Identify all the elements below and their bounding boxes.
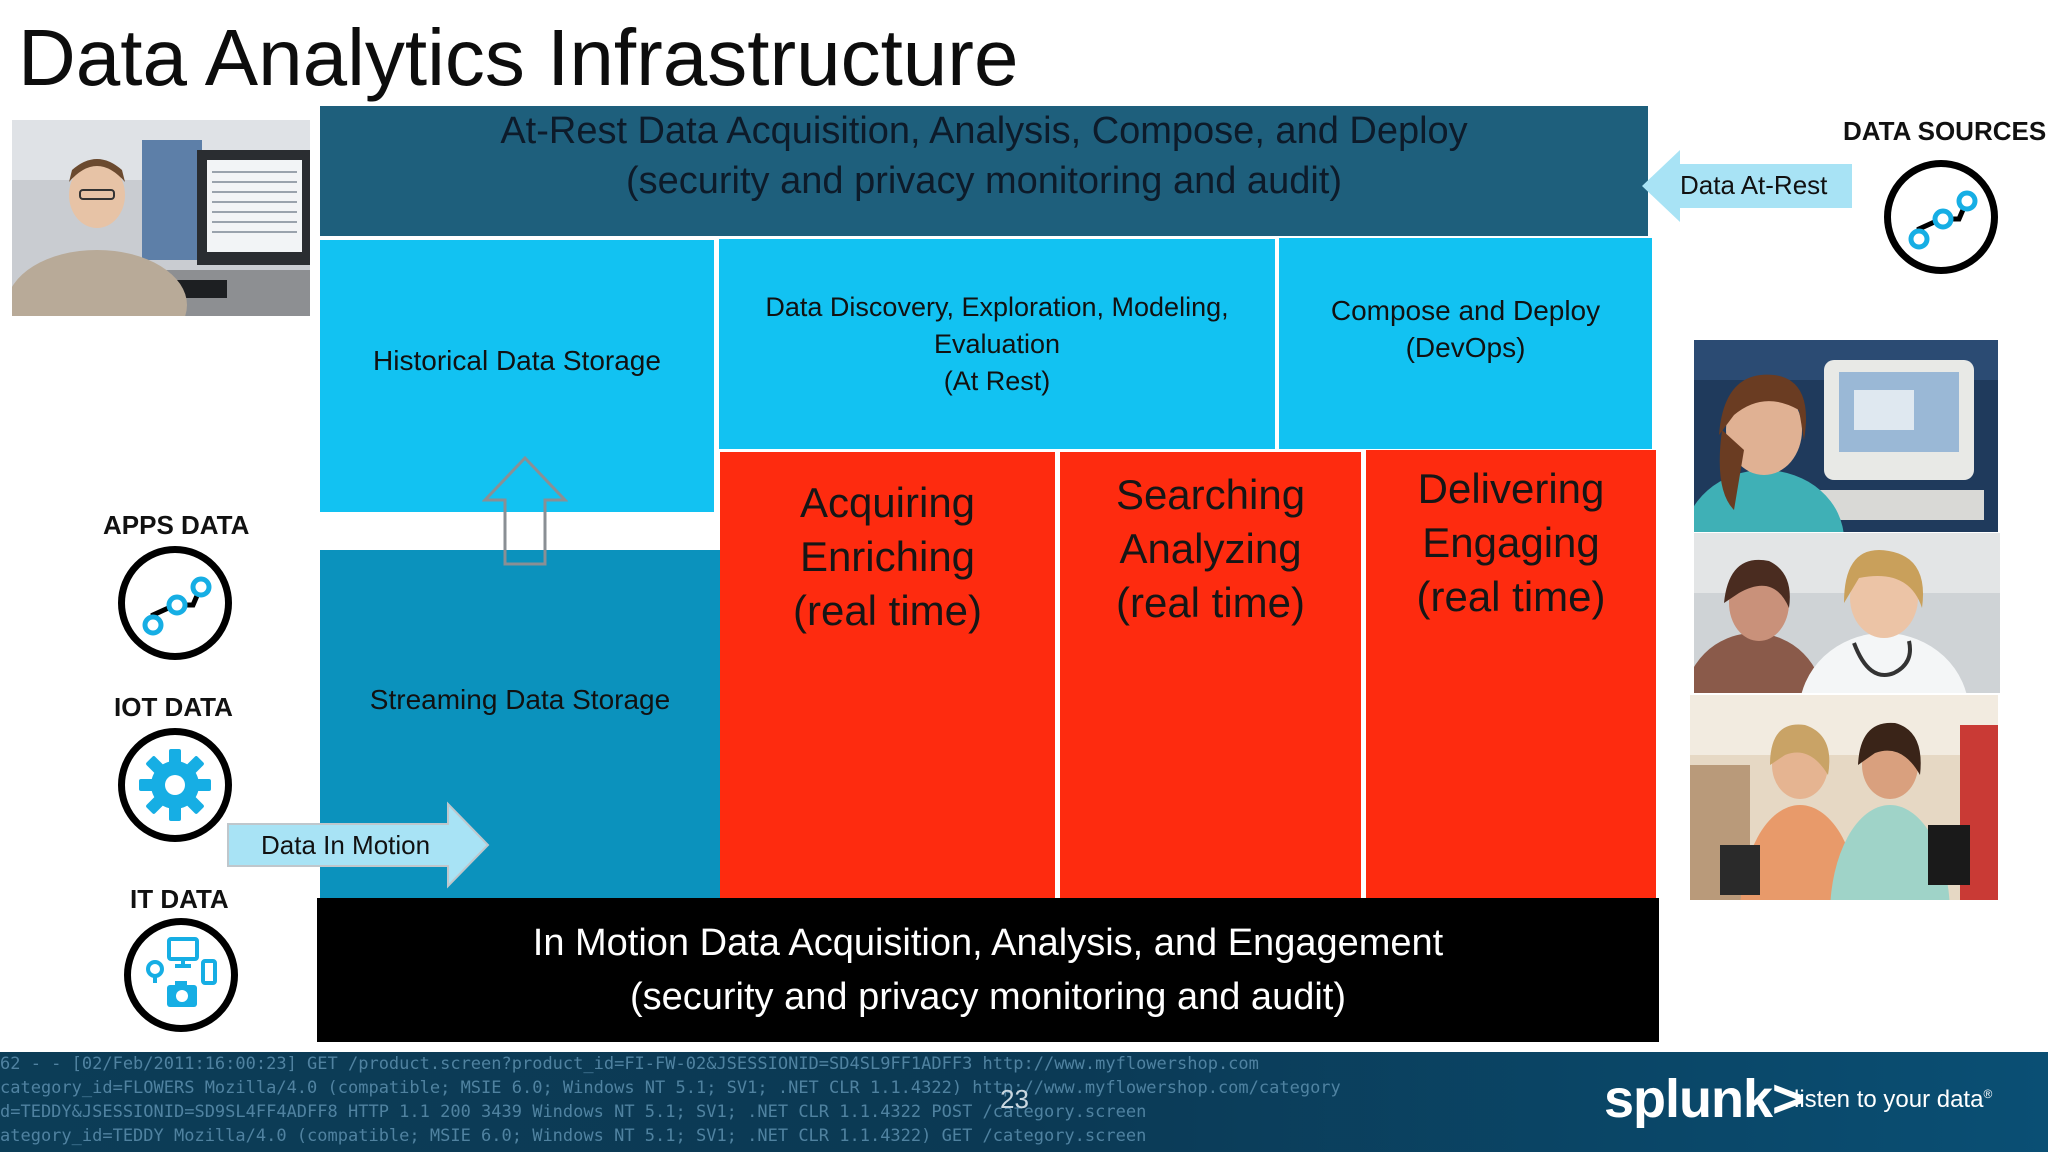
- acquiring-line2: Enriching: [799, 533, 976, 580]
- devices-icon: [146, 937, 217, 1007]
- it-data-label: IT DATA: [130, 884, 229, 914]
- footer-log-line: d=TEDDY&JSESSIONID=SD9SL4FF4ADFF8 HTTP 1…: [0, 1102, 1147, 1122]
- footer-log-line: 62 - - [02/Feb/2011:16:00:23] GET /produ…: [0, 1054, 1259, 1074]
- footer-bar: 62 - - [02/Feb/2011:16:00:23] GET /produ…: [0, 1052, 2048, 1152]
- searching-line2: Analyzing: [1119, 525, 1302, 572]
- searching-line1: Searching: [1115, 471, 1306, 518]
- at-rest-band-line2: (security and privacy monitoring and aud…: [625, 160, 1342, 202]
- discovery-line2: Evaluation: [933, 328, 1061, 359]
- acquiring-enriching-box: Acquiring Enriching (real time): [720, 452, 1055, 898]
- data-discovery-box: Data Discovery, Exploration, Modeling, E…: [719, 239, 1275, 449]
- splunk-tagline: listen to your data®: [1794, 1086, 1992, 1114]
- apps-data-label: APPS DATA: [103, 510, 250, 540]
- flow-nodes-icon: [142, 576, 212, 636]
- acquiring-line1: Acquiring: [799, 479, 976, 526]
- iot-data-icon: [118, 728, 232, 842]
- streaming-data-storage-label: Streaming Data Storage: [369, 684, 671, 715]
- footer-log-line: ategory_id=TEDDY Mozilla/4.0 (compatible…: [0, 1126, 1147, 1146]
- delivering-line1: Delivering: [1417, 465, 1605, 512]
- splunk-tagline-text: listen to your data: [1794, 1086, 1984, 1113]
- compose-line2: (DevOps): [1405, 331, 1526, 363]
- at-rest-acquisition-band: At-Rest Data Acquisition, Analysis, Comp…: [320, 106, 1648, 236]
- data-at-rest-label: Data At-Rest: [1680, 170, 1828, 200]
- compose-deploy-box: Compose and Deploy (DevOps): [1279, 238, 1652, 449]
- iot-data-label: IOT DATA: [114, 692, 233, 722]
- in-motion-band-line1: In Motion Data Acquisition, Analysis, an…: [532, 922, 1444, 964]
- footer-log-line: category_id=FLOWERS Mozilla/4.0 (compati…: [0, 1078, 1341, 1098]
- data-at-rest-arrow: Data At-Rest: [1640, 146, 1854, 226]
- searching-line3: (real time): [1115, 579, 1306, 626]
- page-number: 23: [1000, 1084, 1029, 1114]
- delivering-line3: (real time): [1416, 573, 1606, 620]
- historical-data-storage-label: Historical Data Storage: [373, 345, 661, 376]
- data-in-motion-label: Data In Motion: [261, 830, 431, 860]
- delivering-engaging-box: Delivering Engaging (real time): [1366, 450, 1656, 900]
- in-motion-band-line2: (security and privacy monitoring and aud…: [629, 976, 1346, 1018]
- page-title: Data Analytics Infrastructure: [18, 13, 1019, 102]
- apps-data-icon: [118, 546, 232, 660]
- searching-analyzing-box: Searching Analyzing (real time): [1060, 452, 1361, 900]
- it-data-icon: [124, 918, 238, 1032]
- photo-doctor-and-patient: [1694, 533, 2000, 693]
- photo-analyst-workstation: [12, 120, 310, 316]
- in-motion-engagement-band: In Motion Data Acquisition, Analysis, an…: [317, 898, 1659, 1042]
- up-arrow-icon: [481, 455, 569, 567]
- acquiring-line3: (real time): [792, 587, 983, 634]
- compose-line1: Compose and Deploy: [1330, 294, 1601, 326]
- data-sources-label: DATA SOURCES: [1843, 116, 2047, 146]
- trademark-symbol: ®: [1983, 1087, 1993, 1101]
- splunk-logo: splunk>: [1604, 1069, 1804, 1129]
- delivering-line2: Engaging: [1422, 519, 1600, 566]
- photo-women-shopping: [1690, 695, 1998, 900]
- data-in-motion-arrow: Data In Motion: [226, 800, 492, 890]
- photo-girl-at-computer: [1694, 340, 1998, 532]
- gear-icon: [139, 749, 211, 821]
- discovery-line3: (At Rest): [943, 365, 1051, 396]
- at-rest-band-line1: At-Rest Data Acquisition, Analysis, Comp…: [500, 110, 1468, 152]
- data-sources-icon: [1884, 160, 1998, 274]
- flow-nodes-icon: [1908, 190, 1978, 250]
- discovery-line1: Data Discovery, Exploration, Modeling,: [765, 291, 1229, 322]
